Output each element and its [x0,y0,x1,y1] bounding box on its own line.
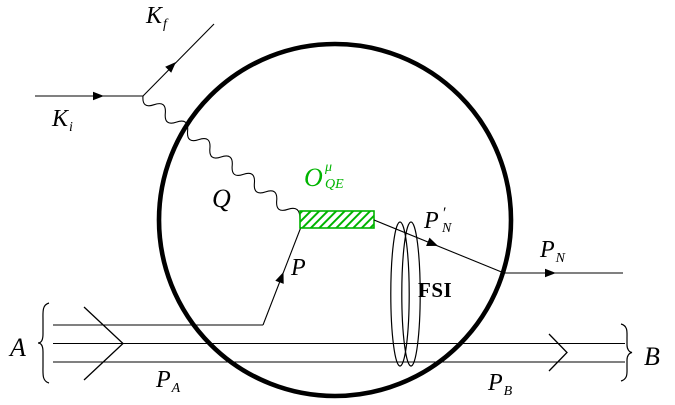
nucleus-arrow-chevron [83,306,124,381]
fsi-ellipse-right [401,221,421,367]
label-pn-sub: N [555,251,566,266]
outgoing-nucleon-arrow [545,268,556,278]
label-pb-sub: B [503,384,513,399]
right-brace [620,323,633,382]
label-kf-base: K [146,3,163,29]
label-pn-prime-base: P [424,208,439,234]
nucleus-circle [156,41,514,399]
fsi-ellipse-left [390,221,410,367]
label-pa: PA [156,368,180,396]
label-pn-base: P [540,237,555,263]
label-operator-base: O [304,163,323,192]
label-ki-sub: i [69,120,73,135]
label-operator: O μ QE [304,161,360,199]
label-pn-prime: P ′ N [424,206,460,240]
label-a: A [10,335,26,361]
label-pn: PN [540,238,565,266]
pre-fsi-nucleon-arrow [426,237,438,246]
outgoing-electron-line [142,23,215,97]
label-pa-base: P [156,367,171,393]
label-pb-base: P [488,370,503,396]
struck-nucleon-arrow [275,272,284,284]
label-pn-prime-mark: ′ [442,205,446,222]
label-kf: Kf [146,4,167,32]
label-b-text: B [644,342,660,371]
label-pn-prime-sub: N [442,221,452,236]
label-kf-sub: f [163,17,167,32]
label-fsi: FSI [418,280,452,301]
qe-operator-box [299,210,375,229]
label-p: P [291,256,306,280]
label-ki-base: K [52,106,69,132]
incoming-electron-arrow [93,91,104,101]
label-ki: Ki [52,107,73,135]
label-pa-sub: A [171,381,181,396]
left-brace [37,302,50,384]
label-q: Q [212,186,231,212]
label-p-text: P [291,255,306,281]
photon-wavy-line [142,95,301,220]
label-a-text: A [10,333,26,362]
residual-arrow-chevron [548,333,568,372]
label-b: B [644,344,660,370]
label-fsi-text: FSI [418,278,453,302]
label-pb: PB [488,371,512,399]
label-q-text: Q [212,184,231,213]
outgoing-electron-arrow [165,62,176,73]
label-operator-sub: QE [325,177,344,192]
label-operator-sup: μ [325,160,333,175]
